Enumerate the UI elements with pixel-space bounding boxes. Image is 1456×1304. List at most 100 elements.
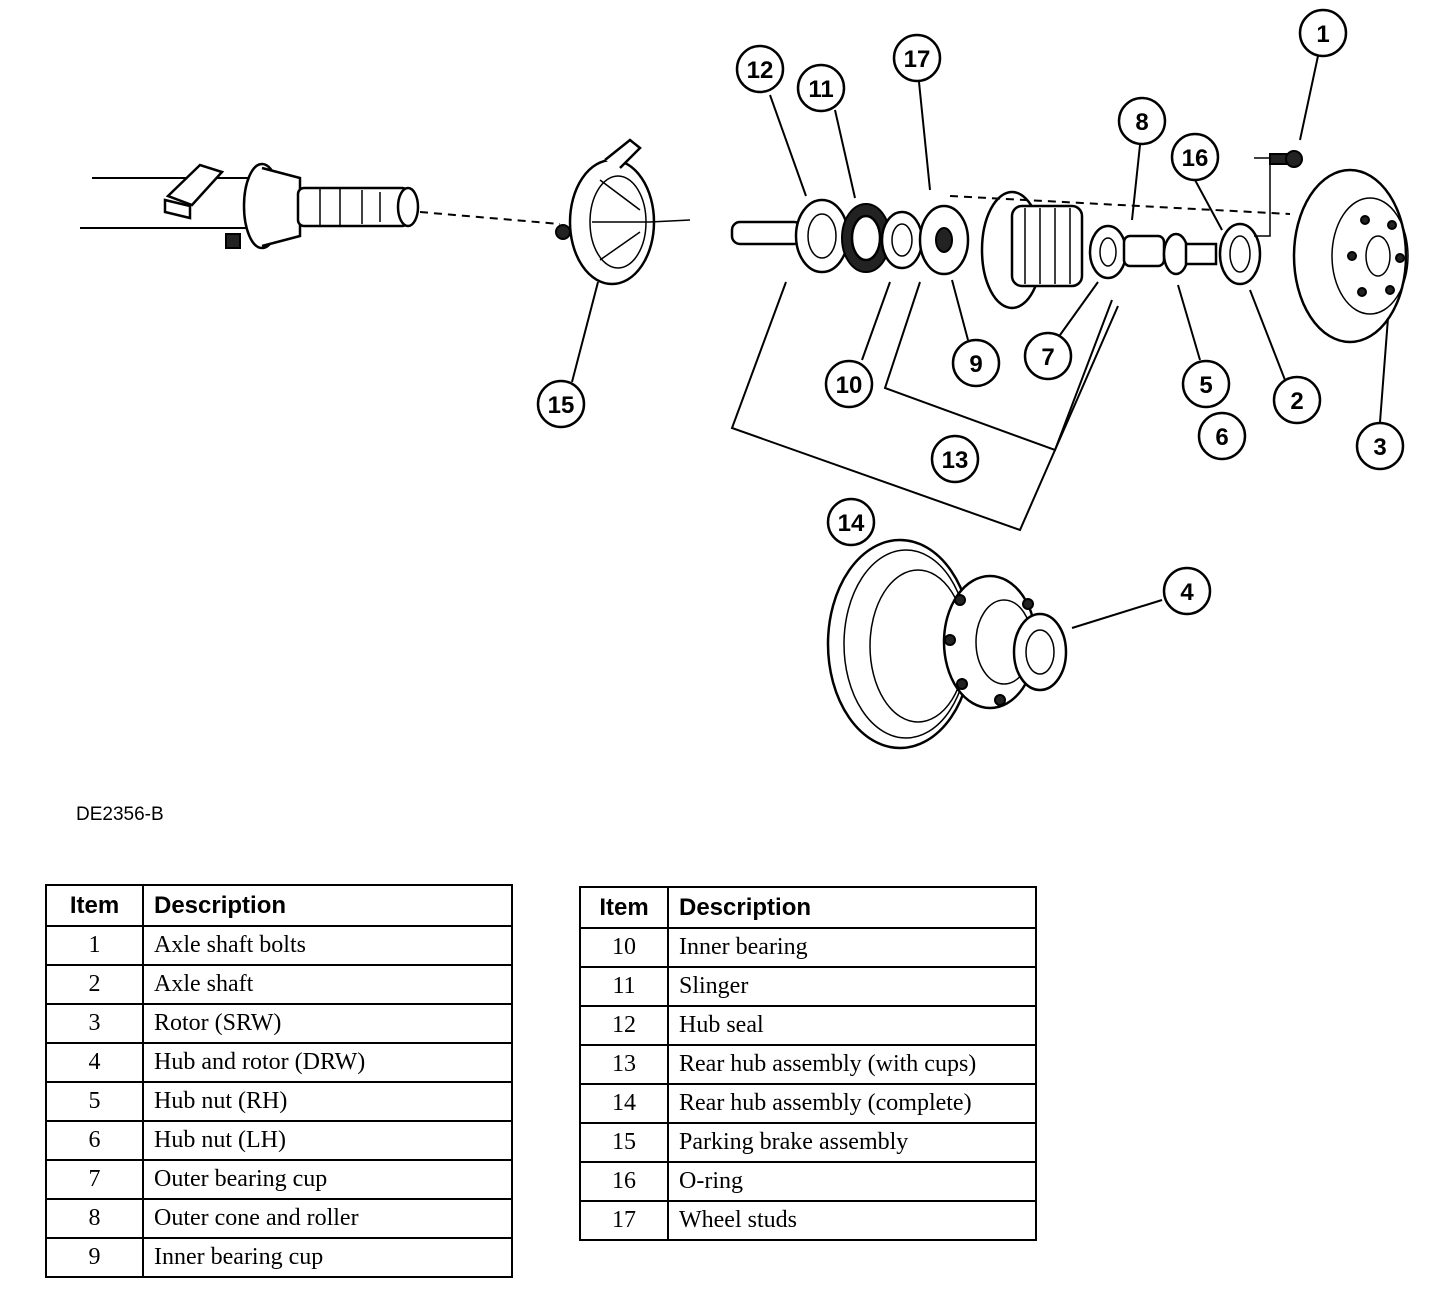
callout-9: 9: [951, 338, 1001, 388]
svg-text:2: 2: [1290, 388, 1303, 415]
item-number: 7: [45, 1159, 144, 1200]
callout-6: 6: [1197, 411, 1247, 461]
svg-text:12: 12: [747, 57, 774, 84]
svg-text:6: 6: [1215, 424, 1228, 451]
exploded-view-diagram: 1 2 3 4 5 6 7 8 9 10 11 12 13 14 15 16 1…: [80, 8, 1409, 750]
rear-hub: [949, 190, 1291, 310]
item-number: 11: [579, 966, 669, 1007]
callout-15: 15: [536, 379, 586, 429]
header-item: Item: [45, 884, 144, 927]
callout-16: 16: [1170, 132, 1220, 182]
figure-id: DE2356-B: [76, 804, 164, 825]
svg-text:16: 16: [1182, 145, 1209, 172]
parking-brake-assembly: [555, 138, 691, 286]
item-number: 9: [45, 1237, 144, 1278]
callout-5: 5: [1181, 359, 1231, 409]
item-description: Hub nut (RH): [142, 1081, 513, 1122]
item-description: Wheel studs: [667, 1200, 1037, 1241]
svg-text:15: 15: [548, 392, 575, 419]
callout-11: 11: [796, 63, 846, 113]
item-description: Outer cone and roller: [142, 1198, 513, 1239]
item-description: O-ring: [667, 1161, 1037, 1202]
callout-2: 2: [1272, 375, 1322, 425]
svg-text:1: 1: [1316, 21, 1329, 48]
hub-shaft-group: [730, 198, 970, 276]
callout-17: 17: [892, 33, 942, 83]
item-description: Axle shaft bolts: [142, 925, 513, 966]
item-description: Hub nut (LH): [142, 1120, 513, 1161]
item-number: 10: [579, 927, 669, 968]
item-description: Hub seal: [667, 1005, 1037, 1046]
svg-text:9: 9: [969, 351, 982, 378]
hub-and-rotor-drw: [826, 538, 1068, 750]
item-description: Outer bearing cup: [142, 1159, 513, 1200]
item-description: Parking brake assembly: [667, 1122, 1037, 1163]
svg-text:3: 3: [1373, 434, 1386, 461]
callout-10: 10: [824, 359, 874, 409]
item-description: Inner bearing: [667, 927, 1037, 968]
axle-housing: [80, 162, 420, 250]
item-description: Rotor (SRW): [142, 1003, 513, 1044]
item-number: 13: [579, 1044, 669, 1085]
table-header-row: Item Description: [579, 886, 1037, 929]
item-number: 2: [45, 964, 144, 1005]
item-description: Rear hub assembly (complete): [667, 1083, 1037, 1124]
item-description: Axle shaft: [142, 964, 513, 1005]
item-number: 1: [45, 925, 144, 966]
item-number: 16: [579, 1161, 669, 1202]
item-description: Rear hub assembly (with cups): [667, 1044, 1037, 1085]
item-description: Inner bearing cup: [142, 1237, 513, 1278]
item-number: 14: [579, 1083, 669, 1124]
rotor-srw: [1292, 168, 1409, 344]
callout-12: 12: [735, 44, 785, 94]
svg-text:17: 17: [904, 46, 931, 73]
item-description: Hub and rotor (DRW): [142, 1042, 513, 1083]
callout-3: 3: [1355, 421, 1405, 471]
item-number: 5: [45, 1081, 144, 1122]
svg-text:14: 14: [838, 510, 865, 537]
callout-8: 8: [1117, 96, 1167, 146]
header-description: Description: [667, 886, 1037, 929]
item-description: Slinger: [667, 966, 1037, 1007]
svg-text:4: 4: [1180, 579, 1194, 606]
callout-7: 7: [1023, 331, 1073, 381]
item-number: 15: [579, 1122, 669, 1163]
svg-text:10: 10: [836, 372, 863, 399]
header-item: Item: [579, 886, 669, 929]
callout-1: 1: [1298, 8, 1348, 58]
header-description: Description: [142, 884, 513, 927]
item-number: 6: [45, 1120, 144, 1161]
item-number: 4: [45, 1042, 144, 1083]
item-number: 12: [579, 1005, 669, 1046]
svg-text:13: 13: [942, 447, 969, 474]
svg-text:7: 7: [1041, 344, 1054, 371]
item-number: 17: [579, 1200, 669, 1241]
table-header-row: Item Description: [45, 884, 513, 927]
item-number: 8: [45, 1198, 144, 1239]
svg-text:8: 8: [1135, 109, 1148, 136]
axle-shaft-bolts: [1254, 150, 1303, 237]
callout-14: 14: [826, 497, 876, 547]
item-number: 3: [45, 1003, 144, 1044]
svg-text:11: 11: [808, 76, 833, 103]
